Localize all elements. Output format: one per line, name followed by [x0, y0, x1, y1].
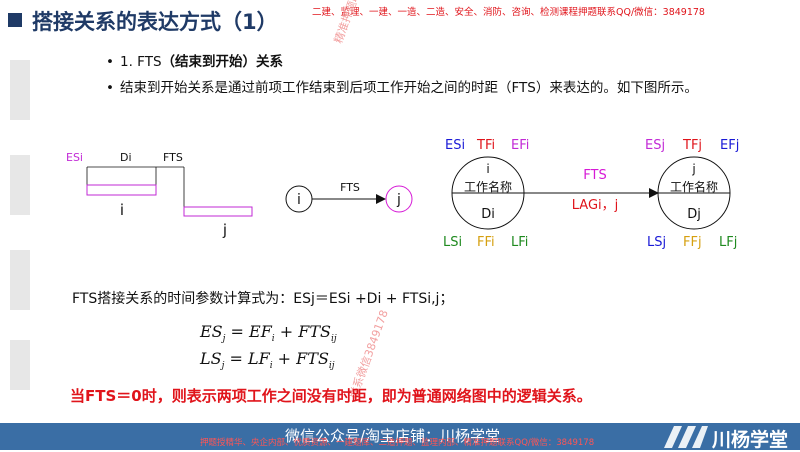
- bullet-fts-heading: • 1. FTS（结束到开始）关系: [106, 50, 283, 70]
- bar-i: [86, 184, 157, 196]
- ls-j-label: LSj: [647, 235, 666, 250]
- tf-i-label: TFi: [476, 138, 495, 153]
- title-bullet-square: [8, 13, 22, 27]
- bar-diagram: ESi Di FTS i j: [66, 151, 253, 239]
- bullet-marker: •: [106, 80, 114, 96]
- ef-i-label: EFi: [511, 138, 529, 153]
- formula-rhs: + FTS: [272, 349, 329, 368]
- node-i-duration: Di: [481, 207, 495, 222]
- bar-i-label: i: [120, 201, 124, 219]
- node-i-label: i: [297, 192, 301, 208]
- fts-label: FTS: [163, 151, 183, 164]
- formula-ls: LSj = LFi + FTSij: [200, 349, 335, 371]
- lf-i-label: LFi: [511, 235, 528, 250]
- lag-arrow-head: [649, 188, 659, 198]
- formula-es: ESj = EFi + FTSij: [200, 322, 337, 344]
- formula-lhs-sub: j: [222, 334, 226, 345]
- node-j-circle: [385, 185, 413, 213]
- zero-fts-note: 当FTS＝0时，则表示两项工作之间没有时距，即为普通网络图中的逻辑关系。: [70, 387, 592, 405]
- formula-term-sub: i: [271, 334, 275, 345]
- bar-j: [183, 206, 253, 217]
- side-watermark-graphic: [10, 60, 30, 390]
- ff-i-label: FFi: [477, 235, 495, 250]
- lf-j-label: LFj: [719, 235, 737, 250]
- node-j-id: j: [691, 162, 695, 176]
- ls-i-label: LSi: [443, 235, 462, 250]
- page-title: 搭接关系的表达方式（1）: [32, 10, 278, 34]
- fts-arrow-label: FTS: [340, 181, 360, 194]
- formula-lhs-sub: j: [221, 361, 225, 372]
- top-watermark: 二建、监理、一建、一造、二造、安全、消防、咨询、检测课程押题联系QQ/微信：38…: [312, 7, 705, 18]
- bullet-marker: •: [106, 54, 114, 70]
- bullet-prefix: 1. FTS: [120, 54, 162, 70]
- es-label: ESi: [66, 151, 83, 164]
- formula-term-sub: i: [269, 361, 273, 372]
- bullet-description: • 结束到开始关系是通过前项工作结束到后项工作开始之间的时距（FTS）来表达的。如…: [106, 76, 698, 96]
- logo-icon: [664, 426, 708, 448]
- formula-rhs-sub: ij: [328, 361, 335, 372]
- formula-intro: FTS搭接关系的时间参数计算式为：ESj＝ESi +Di + FTSi,j；: [72, 291, 454, 307]
- ff-j-label: FFj: [683, 235, 702, 250]
- footer-watermark: 押题授精华、央企内部、优质资源、一建题库、二造押题、监理内部、精准押题联系QQ/…: [200, 438, 595, 448]
- logo-text: 川杨学堂: [712, 429, 789, 451]
- arrow-head: [376, 194, 386, 204]
- formula-lhs: LS: [200, 349, 222, 368]
- es-i-label: ESi: [445, 138, 465, 153]
- lag-arrow-bottom-label: LAGi，j: [572, 198, 619, 213]
- es-j-label: ESj: [645, 138, 665, 153]
- node-i-id: i: [486, 162, 489, 176]
- tf-j-label: TFj: [682, 138, 702, 153]
- node-j-duration: Dj: [687, 207, 701, 222]
- bullet-text: 结束到开始关系是通过前项工作结束到后项工作开始之间的时距（FTS）来表达的。如下…: [120, 80, 698, 96]
- fts-arrow-top-label: FTS: [583, 168, 606, 183]
- formula-rhs: + FTS: [274, 322, 331, 341]
- bullet-bold: （结束到开始）关系: [161, 54, 284, 70]
- formula-lhs: ES: [200, 322, 223, 341]
- node-i-name: 工作名称: [464, 179, 512, 194]
- node-j-label: j: [396, 192, 401, 208]
- ef-j-label: EFj: [720, 138, 739, 153]
- d-label: Di: [120, 151, 132, 164]
- formula-term: = EF: [225, 322, 272, 341]
- formula-rhs-sub: ij: [331, 334, 337, 345]
- node-j-name: 工作名称: [670, 179, 718, 194]
- simple-node-diagram: i FTS j: [285, 181, 413, 213]
- detailed-node-diagram: ESi TFi EFi i 工作名称 Di LSi FFi LFi FTS LA…: [443, 138, 739, 250]
- formula-term: = LF: [224, 349, 270, 368]
- footer-text: 微信公众号/淘宝店铺：川杨学堂: [285, 427, 501, 445]
- bar-j-label: j: [222, 221, 227, 239]
